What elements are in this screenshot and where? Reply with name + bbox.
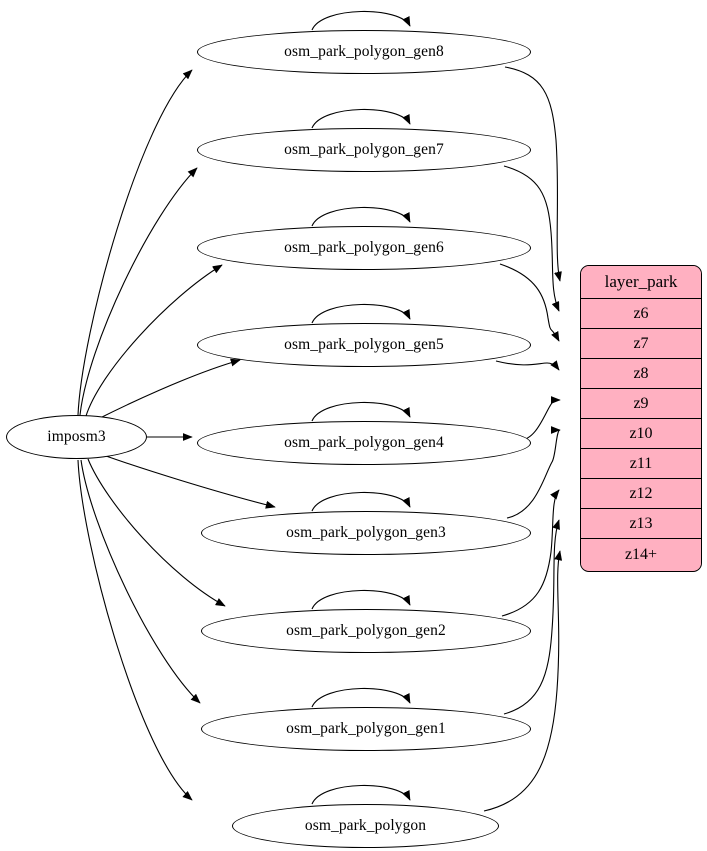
self-loop-gen1 bbox=[311, 687, 411, 708]
node-osm-park-polygon-gen5[interactable]: osm_park_polygon_gen5 bbox=[197, 323, 531, 367]
edge-gen8-to-z6 bbox=[504, 66, 562, 282]
node-label: osm_park_polygon_gen6 bbox=[284, 239, 444, 257]
record-row-z13[interactable]: z13 bbox=[581, 509, 701, 539]
node-osm-park-polygon-gen4[interactable]: osm_park_polygon_gen4 bbox=[197, 421, 531, 465]
node-layer-park-record[interactable]: layer_park z6 z7 z8 z9 z10 z11 z12 z13 z… bbox=[580, 265, 702, 572]
node-label: osm_park_polygon_gen1 bbox=[286, 720, 446, 738]
node-label: osm_park_polygon_gen7 bbox=[284, 141, 444, 159]
self-loop-gen6 bbox=[311, 206, 411, 227]
edge-imposm3-to-gen7 bbox=[79, 167, 198, 416]
edge-gen7-to-z7 bbox=[503, 165, 560, 312]
record-row-z11[interactable]: z11 bbox=[581, 449, 701, 479]
node-osm-park-polygon-gen1[interactable]: osm_park_polygon_gen1 bbox=[201, 707, 531, 751]
node-osm-park-polygon-gen2[interactable]: osm_park_polygon_gen2 bbox=[201, 609, 531, 653]
edge-gen1-to-z13 bbox=[503, 519, 560, 715]
node-label: osm_park_polygon_gen5 bbox=[284, 336, 444, 354]
edge-imposm3-to-gen3 bbox=[105, 455, 276, 509]
node-osm-park-polygon[interactable]: osm_park_polygon bbox=[232, 804, 499, 848]
record-header-layer-park: layer_park bbox=[581, 266, 701, 299]
record-row-z12[interactable]: z12 bbox=[581, 479, 701, 509]
self-loop-gen7 bbox=[311, 108, 411, 129]
node-imposm3-label: imposm3 bbox=[47, 428, 106, 446]
edge-gen5-to-z9 bbox=[495, 360, 560, 371]
node-label: osm_park_polygon_gen2 bbox=[286, 622, 446, 640]
edge-imposm3-to-gen8 bbox=[77, 69, 193, 416]
edge-imposm3-to-gen5 bbox=[97, 358, 241, 420]
node-label: osm_park_polygon_gen3 bbox=[286, 524, 446, 542]
record-row-z14-plus[interactable]: z14+ bbox=[581, 539, 701, 570]
self-loop-gen2 bbox=[311, 589, 411, 610]
record-row-z8[interactable]: z8 bbox=[581, 359, 701, 389]
edge-imposm3-to-gen1 bbox=[80, 459, 201, 704]
node-osm-park-polygon-gen7[interactable]: osm_park_polygon_gen7 bbox=[197, 128, 531, 172]
self-loop-gen8 bbox=[311, 10, 411, 31]
self-loop-osmparkpolygon bbox=[311, 784, 411, 805]
node-label: osm_park_polygon bbox=[304, 817, 427, 835]
self-loop-gen4 bbox=[311, 401, 411, 422]
edge-imposm3-to-gen2 bbox=[87, 458, 226, 607]
edge-gen2-to-z12 bbox=[501, 489, 560, 617]
node-label: osm_park_polygon_gen4 bbox=[284, 434, 444, 452]
node-osm-park-polygon-gen8[interactable]: osm_park_polygon_gen8 bbox=[197, 30, 531, 74]
edge-imposm3-to-osm_park_polygon bbox=[77, 459, 193, 801]
node-osm-park-polygon-gen3[interactable]: osm_park_polygon_gen3 bbox=[201, 511, 531, 555]
record-row-z9[interactable]: z9 bbox=[581, 389, 701, 419]
record-row-z10[interactable]: z10 bbox=[581, 419, 701, 449]
edge-imposm3-to-gen6 bbox=[85, 264, 223, 417]
node-label: osm_park_polygon_gen8 bbox=[284, 43, 444, 61]
record-row-z6[interactable]: z6 bbox=[581, 299, 701, 329]
edge-gen6-to-z8 bbox=[499, 263, 560, 342]
record-row-z7[interactable]: z7 bbox=[581, 329, 701, 359]
edge-gen3-to-z11 bbox=[506, 426, 561, 519]
node-osm-park-polygon-gen6[interactable]: osm_park_polygon_gen6 bbox=[197, 226, 531, 270]
edge-gen4-to-z10 bbox=[519, 396, 561, 441]
self-loop-gen3 bbox=[311, 491, 411, 512]
node-imposm3[interactable]: imposm3 bbox=[6, 415, 147, 459]
self-loop-gen5 bbox=[311, 303, 411, 324]
edge-osmparkpolygon-to-z14p bbox=[483, 550, 563, 812]
